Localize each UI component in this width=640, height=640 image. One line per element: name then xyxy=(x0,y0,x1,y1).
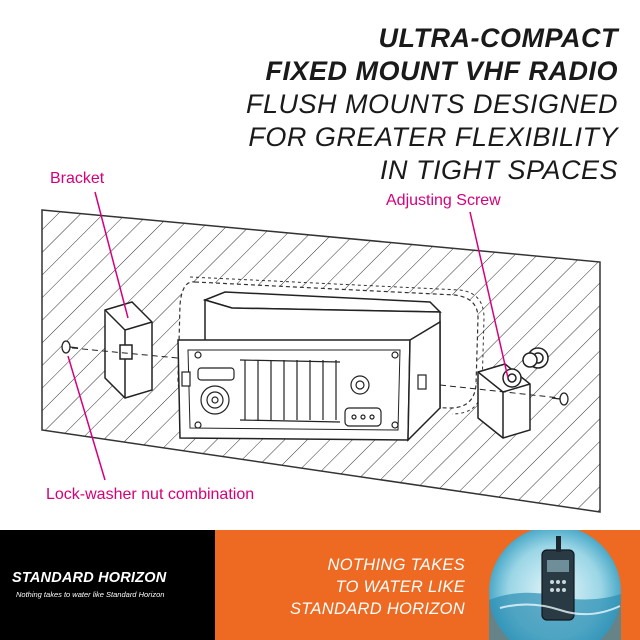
promo-line-3: STANDARD HORIZON xyxy=(290,600,465,618)
footer-banner: STANDARD HORIZON Nothing takes to water … xyxy=(0,530,640,640)
vhf-radio-body xyxy=(177,291,442,442)
brand-panel: STANDARD HORIZON Nothing takes to water … xyxy=(0,530,215,640)
brand-logo: STANDARD HORIZON xyxy=(12,570,167,586)
headline-line-5: IN TIGHT SPACES xyxy=(379,155,618,185)
mounting-diagram xyxy=(41,191,601,513)
handheld-radio-water-photo xyxy=(489,530,621,640)
callout-bracket: Bracket xyxy=(50,170,105,187)
handheld-radio xyxy=(541,536,575,621)
callout-adjusting-screw: Adjusting Screw xyxy=(386,192,501,209)
promo-panel: NOTHING TAKES TO WATER LIKE STANDARD HOR… xyxy=(215,530,640,640)
promo-text: NOTHING TAKES TO WATER LIKE STANDARD HOR… xyxy=(235,554,465,620)
left-bracket xyxy=(104,301,153,399)
lock-washer-screw-left xyxy=(61,340,79,354)
headline-line-2: FIXED MOUNT VHF RADIO xyxy=(265,56,618,86)
assembly-lines xyxy=(71,347,561,399)
promo-line-1: NOTHING TAKES xyxy=(327,556,465,574)
headline: ULTRA-COMPACT FIXED MOUNT VHF RADIO FLUS… xyxy=(198,22,618,187)
callout-leaders xyxy=(67,191,509,481)
promo-line-2: TO WATER LIKE xyxy=(335,578,465,596)
callout-lock-washer: Lock-washer nut combination xyxy=(46,486,255,503)
radio-rear-details xyxy=(181,351,427,429)
right-bracket xyxy=(477,347,549,439)
headline-line-1: ULTRA-COMPACT xyxy=(378,23,618,53)
headline-line-3: FLUSH MOUNTS DESIGNED xyxy=(245,89,618,119)
lock-washer-screw-right xyxy=(551,392,569,406)
brand-tagline: Nothing takes to water like Standard Hor… xyxy=(16,590,165,599)
headline-line-4: FOR GREATER FLEXIBILITY xyxy=(248,122,618,152)
